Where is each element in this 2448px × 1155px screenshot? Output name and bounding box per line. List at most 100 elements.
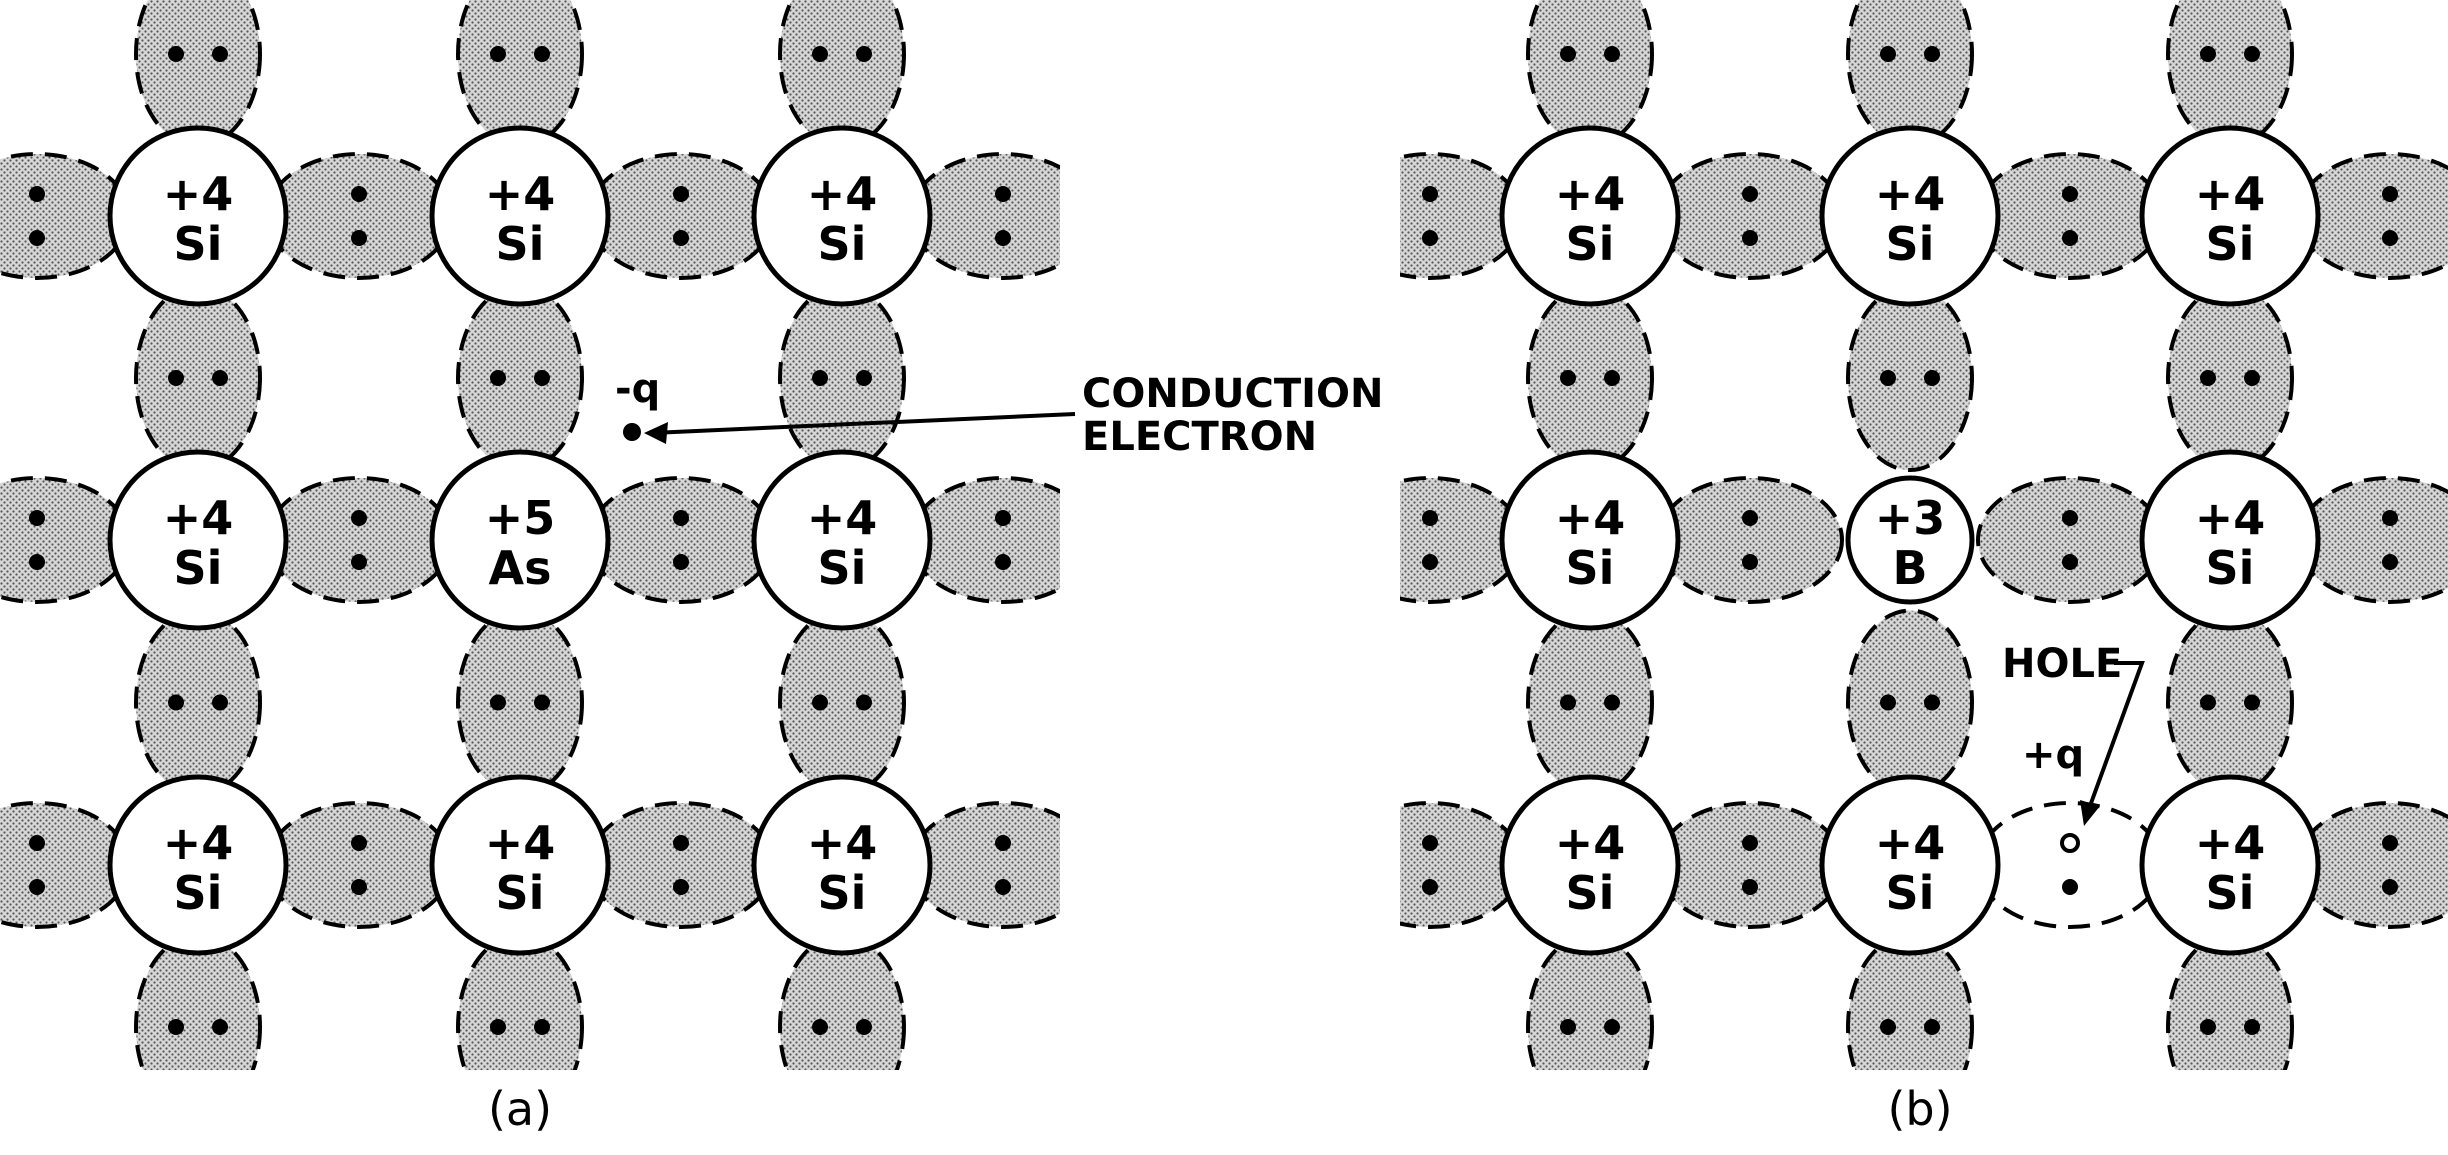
covalent-bond	[1846, 0, 1974, 148]
atom-core	[2139, 774, 2321, 956]
covalent-bond	[1846, 608, 1974, 797]
covalent-bond	[778, 608, 906, 797]
covalent-bond	[456, 608, 584, 797]
atom-charge: +4	[807, 816, 878, 870]
valence-electron	[856, 694, 872, 711]
covalent-bond	[1846, 284, 1974, 472]
valence-electron	[995, 510, 1011, 526]
atom-core	[751, 774, 933, 956]
covalent-bond	[1526, 608, 1654, 797]
valence-electron	[29, 835, 45, 851]
conduction-electron-arrowhead	[644, 422, 668, 444]
covalent-bond	[587, 476, 775, 604]
valence-electron	[673, 230, 689, 246]
atom-symbol: Si	[1566, 217, 1615, 271]
atom-charge: +4	[2195, 816, 2266, 870]
valence-electron	[1604, 370, 1620, 386]
panel-b-atoms: +4Si+4Si+4Si+4Si+3B+4Si+4Si+4Si+4Si	[1499, 125, 2321, 956]
covalent-bond	[1846, 933, 1974, 1070]
valence-electron	[673, 835, 689, 851]
valence-electron	[856, 46, 872, 62]
valence-electron	[2062, 879, 2078, 895]
valence-electron	[490, 1019, 506, 1035]
atom-symbol: Si	[1566, 541, 1615, 595]
covalent-bond	[265, 476, 453, 604]
atom-symbol: Si	[818, 866, 867, 920]
valence-electron	[1422, 510, 1438, 526]
valence-electron	[1422, 879, 1438, 895]
covalent-bond	[1526, 284, 1654, 472]
valence-electron	[995, 879, 1011, 895]
valence-electron	[2244, 1019, 2260, 1035]
valence-electron	[29, 230, 45, 246]
conduction-label-line2: ELECTRON	[1082, 414, 1317, 460]
atom-core	[429, 774, 611, 956]
valence-electron	[2382, 554, 2398, 570]
covalent-bond	[456, 284, 584, 472]
covalent-bond	[587, 801, 775, 929]
covalent-bond	[265, 152, 453, 280]
valence-electron	[29, 186, 45, 202]
atom-symbol: Si	[174, 866, 223, 920]
atom-core	[1499, 774, 1681, 956]
atom-charge: +3	[1875, 491, 1946, 545]
atom-core	[751, 125, 933, 307]
valence-electron	[856, 370, 872, 386]
valence-electron	[351, 835, 367, 851]
valence-electron	[212, 694, 228, 711]
valence-electron	[351, 230, 367, 246]
valence-electron	[995, 186, 1011, 202]
atom-core	[2139, 449, 2321, 631]
hole-label: HOLE	[2002, 641, 2122, 687]
valence-electron	[351, 879, 367, 895]
valence-electron	[534, 1019, 550, 1035]
atom-symbol: Si	[2206, 866, 2255, 920]
covalent-bond	[778, 284, 906, 472]
valence-electron	[1604, 46, 1620, 62]
atom-core	[1819, 774, 2001, 956]
panel-b-boron-doped: +4Si+4Si+4Si+4Si+3B+4Si+4Si+4Si+4Si HOLE…	[1400, 0, 2448, 1136]
atom-core	[429, 125, 611, 307]
valence-electron	[1604, 1019, 1620, 1035]
valence-electron	[490, 46, 506, 62]
valence-electron	[1880, 370, 1896, 386]
panel-a-annotations: -q CONDUCTION ELECTRON (a)	[488, 366, 1384, 1136]
valence-electron	[1422, 186, 1438, 202]
covalent-bond	[1976, 152, 2164, 280]
negative-charge-label: -q	[615, 366, 660, 412]
covalent-bond	[134, 933, 262, 1070]
atom-symbol: Si	[1566, 866, 1615, 920]
hole-pointer-line	[2088, 661, 2145, 807]
conduction-label-line1: CONDUCTION	[1082, 371, 1384, 417]
atom-charge: +4	[2195, 167, 2266, 221]
atom-core	[751, 449, 933, 631]
atom-core	[107, 125, 289, 307]
valence-electron	[995, 835, 1011, 851]
atom-core	[1499, 125, 1681, 307]
valence-electron	[1924, 1019, 1940, 1035]
covalent-bond	[2166, 284, 2294, 472]
atom-symbol: Si	[496, 217, 545, 271]
valence-electron	[673, 879, 689, 895]
valence-electron	[856, 1019, 872, 1035]
valence-electron	[1924, 46, 1940, 62]
covalent-bond	[1976, 476, 2164, 604]
valence-electron	[812, 370, 828, 386]
atom-charge: +4	[485, 167, 556, 221]
atom-charge: +5	[485, 491, 556, 545]
covalent-bond	[2166, 608, 2294, 797]
valence-electron	[2382, 186, 2398, 202]
atom-charge: +4	[1555, 491, 1626, 545]
valence-electron	[1880, 694, 1896, 711]
atom-symbol: As	[489, 541, 552, 595]
valence-electron	[351, 510, 367, 526]
panel-a-arsenic-doped: +4Si+4Si+4Si+4Si+5As+4Si+4Si+4Si+4Si -q …	[0, 0, 1384, 1136]
atom-core	[2139, 125, 2321, 307]
atom-charge: +4	[163, 491, 234, 545]
valence-electron	[2200, 1019, 2216, 1035]
covalent-bond	[1656, 152, 1844, 280]
valence-electron	[534, 46, 550, 62]
atom-core	[429, 449, 611, 631]
